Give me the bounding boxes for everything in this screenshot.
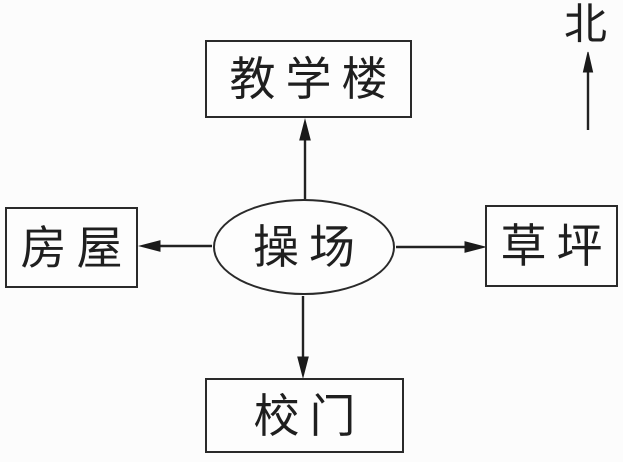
node-houses: 房屋 bbox=[5, 207, 138, 288]
node-school-gate: 校门 bbox=[205, 378, 404, 453]
arrow-center-to-west bbox=[138, 240, 212, 252]
node-school-gate-label: 校门 bbox=[253, 388, 366, 443]
arrow-center-to-south bbox=[297, 296, 309, 379]
compass-north-label: 北 bbox=[564, 0, 607, 50]
node-lawn-label: 草坪 bbox=[500, 219, 613, 273]
node-teaching-building: 教学楼 bbox=[205, 40, 412, 118]
compass-north: 北 bbox=[548, 0, 623, 140]
node-houses-label: 房屋 bbox=[20, 220, 133, 275]
node-teaching-building-label: 教学楼 bbox=[229, 52, 398, 106]
node-playground: 操场 bbox=[213, 199, 395, 295]
node-lawn: 草坪 bbox=[485, 205, 618, 287]
compass-north-arrow bbox=[582, 51, 594, 130]
arrow-center-to-north bbox=[299, 118, 311, 199]
arrow-center-to-east bbox=[396, 241, 487, 253]
node-playground-label: 操场 bbox=[253, 220, 365, 274]
